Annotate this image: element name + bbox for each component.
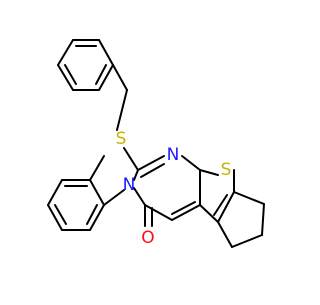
bond-double-inner (140, 163, 165, 178)
nitrogen-imine-label: N (167, 145, 180, 165)
bond (116, 89, 128, 131)
bond (57, 64, 74, 91)
bond (89, 179, 105, 206)
sulfur-thiophene-label: S (221, 160, 232, 180)
bond-double-inner (213, 194, 228, 216)
bond (98, 39, 114, 66)
bond (133, 169, 139, 181)
bond-methyl (89, 155, 105, 181)
bond (123, 147, 139, 171)
bond (261, 203, 265, 236)
nitrogen-amide-label: N (123, 175, 136, 195)
bond (144, 204, 173, 221)
bond (217, 221, 233, 248)
bonds (47, 39, 265, 248)
molecule-canvas: S S N N O (47, 39, 265, 248)
bond (57, 39, 74, 66)
bond (133, 187, 146, 206)
bond (47, 179, 63, 206)
bond (171, 204, 201, 221)
bond-double-inner (171, 201, 196, 215)
bond (47, 204, 63, 231)
bond (231, 234, 263, 248)
bond (98, 64, 114, 91)
bond (199, 204, 219, 223)
bond (137, 155, 165, 171)
bond (181, 155, 201, 171)
atom-labels: S S N N O (116, 129, 232, 248)
bond (89, 204, 105, 231)
bond-double-inner (54, 204, 67, 225)
bond (112, 64, 128, 91)
bond (217, 191, 235, 223)
oxygen-carbonyl-label: O (141, 228, 154, 248)
bond (103, 189, 125, 206)
bond-double-inner (64, 64, 77, 85)
molecule-structure: S S N N O (47, 39, 265, 248)
bond-double-inner (95, 64, 107, 85)
bond (199, 169, 219, 176)
bond-double-inner (86, 204, 98, 225)
sulfur-thioether-label: S (116, 129, 127, 149)
bond (233, 191, 265, 205)
